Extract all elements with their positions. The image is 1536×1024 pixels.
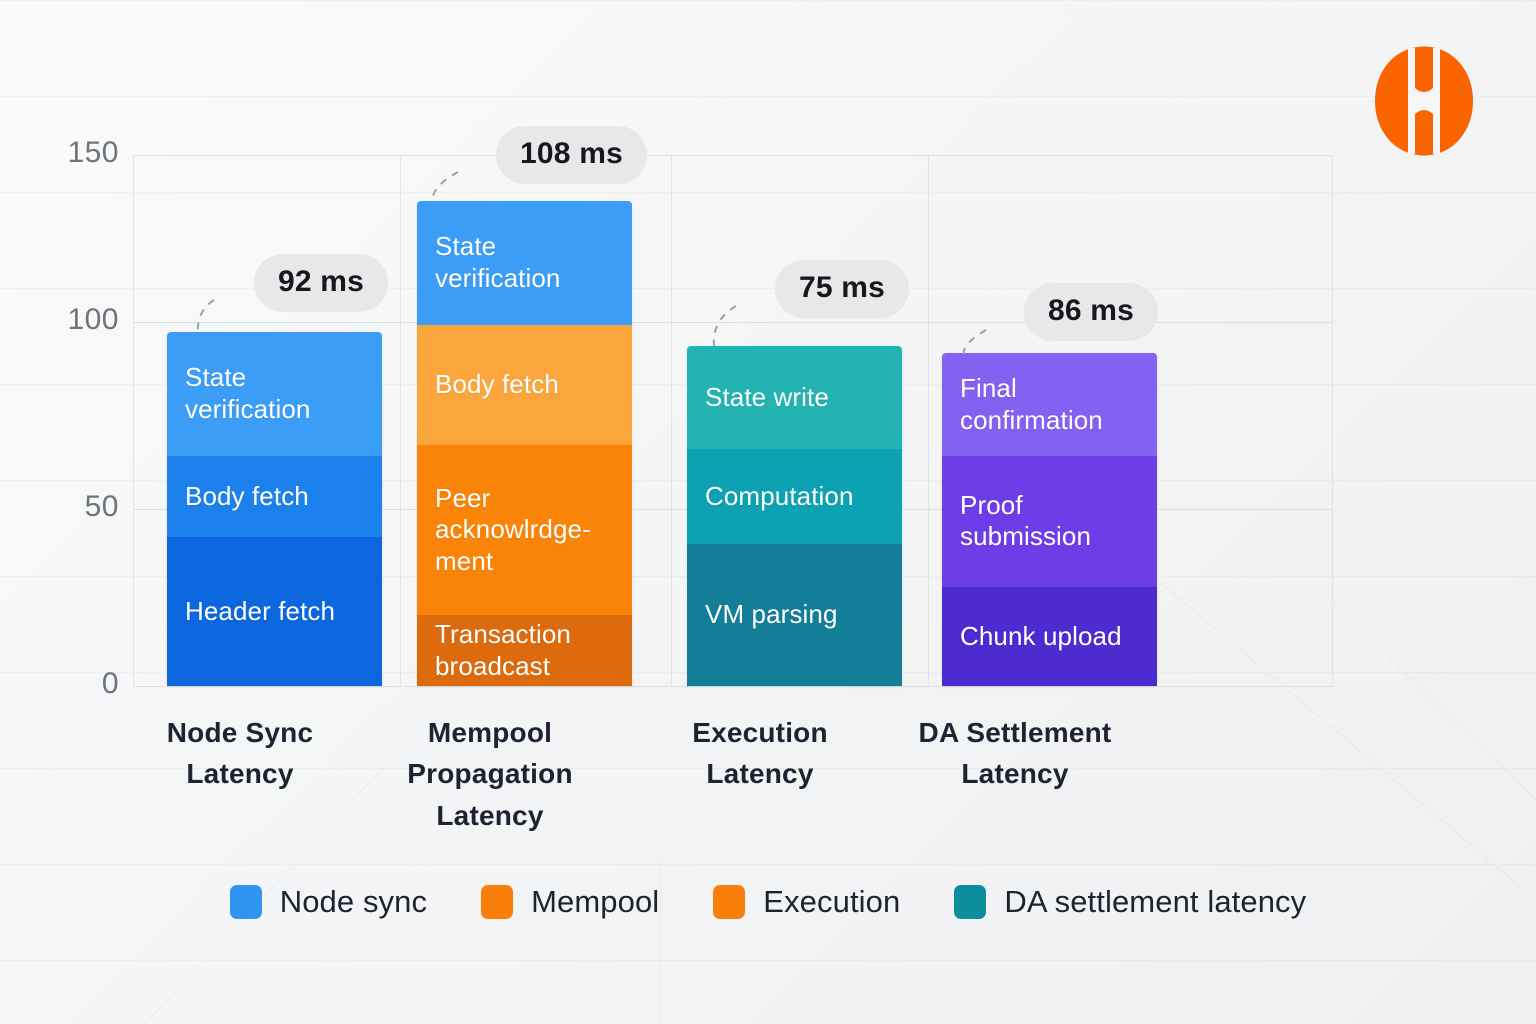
x-axis-label-line: Node Sync [166,717,314,748]
legend-item-3[interactable]: Execution [713,884,900,920]
bar-2-segment-2[interactable]: Body fetch [417,324,632,446]
segment-label: VM parsing [705,599,838,630]
segment-label: Header fetch [185,595,336,626]
value-callout-2: 108 ms [496,126,647,184]
legend-label: Mempool [531,884,660,919]
x-axis-label-line: Latency [436,799,544,831]
h-monogram-logo [1375,46,1473,156]
gridline-0 [133,686,1333,687]
gridline-vertical-left [133,155,134,686]
bar-1-segment-2[interactable]: Body fetch [167,455,382,538]
bar-2-segment-3[interactable]: Peer acknowlrdge-​ment [417,445,632,616]
segment-label: Peer acknowlrdge-​ment [435,482,591,577]
value-callout-3: 75 ms [775,260,910,318]
x-axis-label-line: Latency [186,758,294,790]
gridline-vertical-right [1332,155,1333,686]
bar-3-segment-3[interactable]: VM parsing [687,544,902,686]
y-axis-tick-50: 50 [84,490,119,523]
legend-item-1[interactable]: Node sync [229,884,428,920]
segment-label: Final confirmation [960,372,1103,435]
y-axis-tick-100: 100 [67,303,119,336]
x-axis-label-line: Execution [692,717,828,748]
legend-swatch-icon [481,885,514,919]
chart-legend: Node sync Mempool Execution DA settlement l… [0,884,1536,920]
segment-label: Body fetch [185,480,309,511]
bar-2-segment-1[interactable]: State verification [417,201,632,325]
gridline-vertical-3 [928,155,929,686]
bar-4-segment-2[interactable]: Proof submission [942,455,1157,587]
legend-label: DA settlement latency [1004,884,1307,919]
gridline-vertical-1 [400,155,401,686]
value-callout-4: 86 ms [1024,283,1159,341]
bar-4-segment-3[interactable]: Chunk upload [942,586,1157,686]
gridline-150 [133,155,1333,156]
segment-label: Computation [705,480,854,511]
legend-swatch-icon [713,885,746,919]
segment-label: Transaction broadcast [435,618,571,681]
bar-2-segment-4[interactable]: Transaction broadcast [417,615,632,686]
legend-item-4[interactable]: DA settlement latency [954,884,1306,920]
y-axis-tick-0: 0 [101,667,119,700]
segment-label: State write [705,381,829,412]
x-axis-label-line: Latency [961,758,1069,790]
gridline-vertical-2 [671,155,672,686]
x-axis-label-line: DA Settlement [918,717,1112,748]
bar-4-segment-1[interactable]: Final confirmation [942,353,1157,456]
x-axis-label-line: Latency [706,758,814,790]
bar-3-segment-2[interactable]: Computation [687,448,902,545]
legend-label: Execution [763,884,901,919]
legend-label: Node sync [279,884,428,919]
legend-item-2[interactable]: Mempool [481,884,659,920]
legend-swatch-icon [229,885,262,919]
segment-label: Body fetch [435,369,559,400]
legend-swatch-icon [954,885,987,919]
bar-1-segment-1[interactable]: State verification [167,332,382,456]
x-axis-label-line: Propagation [407,758,573,790]
segment-label: Proof submission [960,489,1092,552]
x-axis-label-line: Mempool [427,717,553,748]
bar-1-segment-3[interactable]: Header fetch [167,537,382,686]
segment-label: State verification [185,362,311,424]
bar-3-segment-1[interactable]: State write [687,346,902,449]
y-axis-tick-150: 150 [67,136,119,169]
segment-label: Chunk upload [960,620,1122,651]
value-callout-1: 92 ms [254,254,389,312]
segment-label: State verification [435,231,561,293]
